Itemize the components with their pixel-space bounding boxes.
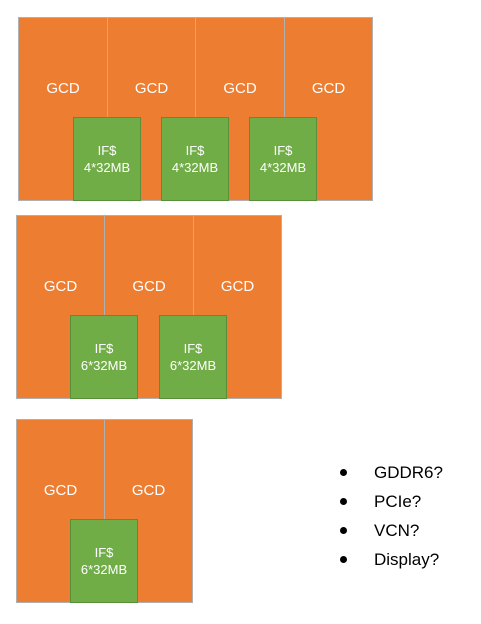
- infinity-cache-block: IF$ 6*32MB: [70, 519, 138, 603]
- infinity-cache-block: IF$ 6*32MB: [159, 315, 227, 399]
- note-item: PCIe?: [340, 487, 443, 516]
- gcd-label: GCD: [223, 80, 257, 97]
- cache-size: 6*32MB: [80, 358, 128, 373]
- bullet-icon: [340, 527, 347, 534]
- note-item: Display?: [340, 545, 443, 574]
- infinity-cache-block: IF$ 4*32MB: [249, 117, 317, 201]
- cache-name: IF$: [273, 143, 293, 158]
- note-text: VCN?: [374, 521, 420, 540]
- gcd-label: GCD: [43, 482, 78, 499]
- infinity-cache-block: IF$ 6*32MB: [70, 315, 138, 399]
- cache-name: IF$: [185, 143, 205, 158]
- note-item: VCN?: [340, 516, 443, 545]
- note-text: Display?: [374, 550, 440, 569]
- cache-size: 4*32MB: [171, 160, 219, 175]
- gcd-label: GCD: [132, 278, 166, 295]
- infinity-cache-block: IF$ 4*32MB: [161, 117, 229, 201]
- gcd-label: GCD: [220, 278, 255, 295]
- note-item: GDDR6?: [340, 458, 443, 487]
- infinity-cache-block: IF$ 4*32MB: [73, 117, 141, 201]
- gcd-label: GCD: [43, 278, 78, 295]
- gcd-label: GCD: [311, 80, 346, 97]
- bullet-icon: [340, 498, 347, 505]
- note-text: GDDR6?: [374, 463, 443, 482]
- cache-size: 6*32MB: [80, 562, 128, 577]
- cache-name: IF$: [94, 341, 114, 356]
- gcd-label: GCD: [46, 80, 80, 97]
- cache-name: IF$: [94, 545, 114, 560]
- note-text: PCIe?: [374, 492, 422, 511]
- gcd-label: GCD: [131, 482, 166, 499]
- cache-name: IF$: [183, 341, 203, 356]
- cache-size: 6*32MB: [169, 358, 217, 373]
- gcd-block: GCD: [18, 17, 108, 201]
- bullet-icon: [340, 556, 347, 563]
- cache-name: IF$: [97, 143, 117, 158]
- bullet-icon: [340, 469, 347, 476]
- notes-list: GDDR6? PCIe? VCN? Display?: [340, 458, 443, 574]
- cache-size: 4*32MB: [83, 160, 131, 175]
- gcd-label: GCD: [134, 80, 169, 97]
- cache-size: 4*32MB: [259, 160, 307, 175]
